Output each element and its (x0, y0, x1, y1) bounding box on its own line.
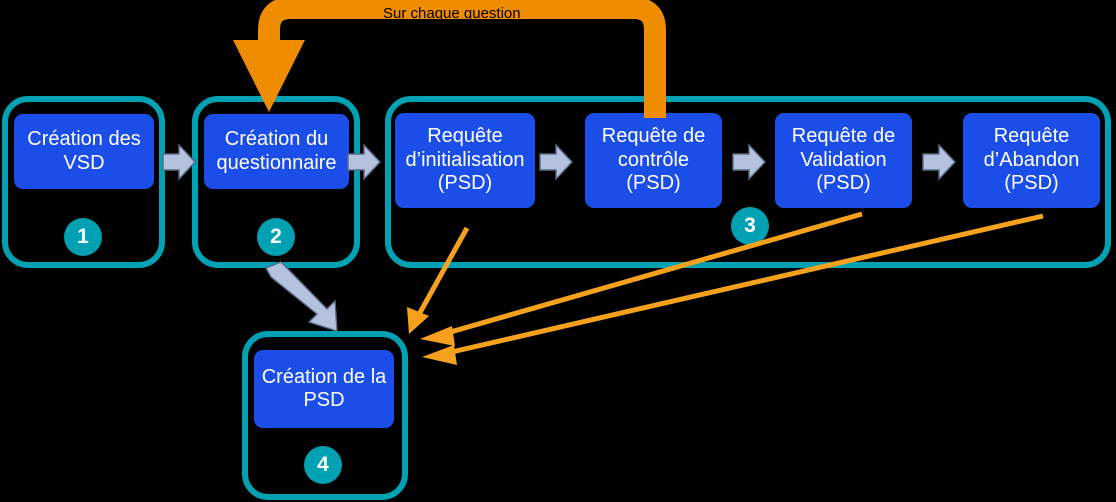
box-requete-abandon-line2: d’Abandon (983, 148, 1080, 171)
box-requete-controle[interactable]: Requête de contrôle (PSD) (585, 113, 722, 208)
box-creation-vsd[interactable]: Création des VSD (14, 114, 154, 189)
badge-3: 3 (731, 207, 769, 245)
box-creation-questionnaire-line1: Création du (224, 128, 329, 151)
box-requete-validation-line1: Requête de (791, 125, 896, 148)
box-requete-abandon[interactable]: Requête d’Abandon (PSD) (963, 113, 1100, 208)
box-creation-psd-line1: Création de la (261, 365, 387, 388)
box-requete-initialisation-line2: d’initialisation (405, 148, 525, 171)
box-creation-psd[interactable]: Création de la PSD (254, 350, 394, 428)
box-creation-vsd-line1: Création des (27, 128, 141, 151)
flow-arrow-2-to-4 (265, 261, 338, 332)
group-1-container (2, 96, 165, 268)
badge-4: 4 (304, 446, 342, 484)
box-requete-initialisation-line3: (PSD) (437, 172, 493, 195)
badge-1: 1 (64, 218, 102, 256)
group-4-container (242, 331, 408, 500)
box-requete-initialisation-line1: Requête (427, 125, 503, 148)
box-requete-validation-line2: Validation (800, 148, 887, 171)
box-requete-abandon-line1: Requête (993, 125, 1070, 148)
box-requete-initialisation[interactable]: Requête d’initialisation (PSD) (395, 113, 535, 208)
box-creation-psd-line2: PSD (303, 389, 345, 411)
box-requete-controle-line2: contrôle (617, 148, 690, 171)
box-requete-validation-line3: (PSD) (816, 172, 871, 195)
flow-arrow-1-to-2 (162, 144, 196, 180)
box-creation-questionnaire[interactable]: Création du questionnaire (204, 114, 349, 189)
box-creation-vsd-line2: VSD (63, 151, 105, 174)
box-creation-questionnaire-line2: questionnaire (216, 151, 337, 174)
box-requete-controle-line1: Requête de (601, 125, 706, 148)
loop-label: Sur chaque question (383, 5, 521, 22)
box-requete-abandon-line3: (PSD) (1004, 172, 1059, 195)
box-requete-validation[interactable]: Requête de Validation (PSD) (775, 113, 912, 208)
badge-2: 2 (257, 218, 295, 256)
box-requete-controle-line3: (PSD) (626, 172, 681, 195)
